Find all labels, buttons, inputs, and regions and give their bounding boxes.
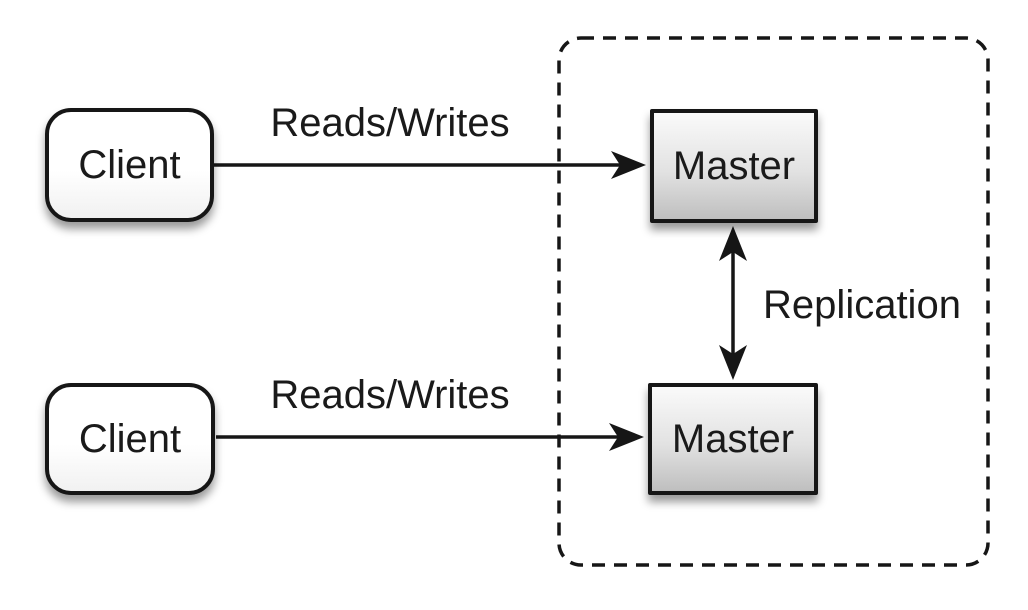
- arrowhead-up-icon: [719, 226, 747, 261]
- edge-reads-writes-bottom: [216, 423, 644, 451]
- edge-label-reads-writes-top: Reads/Writes: [270, 101, 510, 145]
- edge-reads-writes-top: [214, 151, 646, 179]
- node-client-top: Client: [45, 108, 214, 222]
- arrowhead-down-icon: [719, 345, 747, 380]
- node-master-top: Master: [650, 109, 818, 223]
- node-master-bottom: Master: [648, 383, 818, 495]
- edge-label-replication: Replication: [763, 283, 961, 327]
- node-client-bottom-label: Client: [78, 417, 182, 461]
- edge-label-reads-writes-bottom: Reads/Writes: [270, 373, 510, 417]
- node-master-bottom-label: Master: [671, 417, 795, 461]
- edge-replication: [719, 226, 747, 380]
- arrowhead-right-icon: [609, 423, 644, 451]
- node-client-bottom: Client: [45, 383, 215, 495]
- node-master-top-label: Master: [672, 144, 796, 188]
- node-client-top-label: Client: [78, 143, 181, 187]
- replication-cluster-boundary: [557, 36, 990, 567]
- arrowhead-right-icon: [611, 151, 646, 179]
